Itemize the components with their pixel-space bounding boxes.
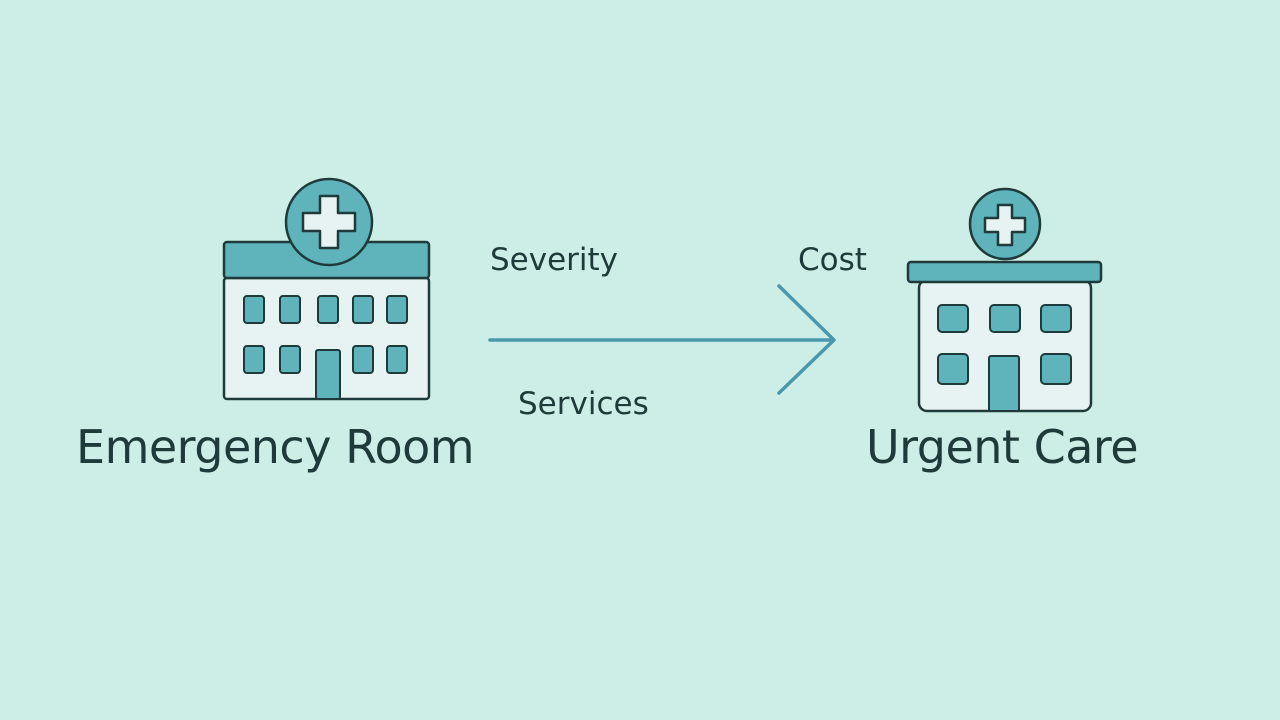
emergency-room-label: Emergency Room (76, 420, 475, 474)
urgent-care-label: Urgent Care (866, 420, 1139, 474)
arrow-right-icon (488, 284, 836, 395)
cost-label: Cost (798, 242, 867, 278)
hospital-small-icon (906, 187, 1103, 413)
severity-label: Severity (490, 242, 619, 278)
hospital-large-icon (222, 177, 431, 401)
services-label: Services (518, 386, 649, 422)
